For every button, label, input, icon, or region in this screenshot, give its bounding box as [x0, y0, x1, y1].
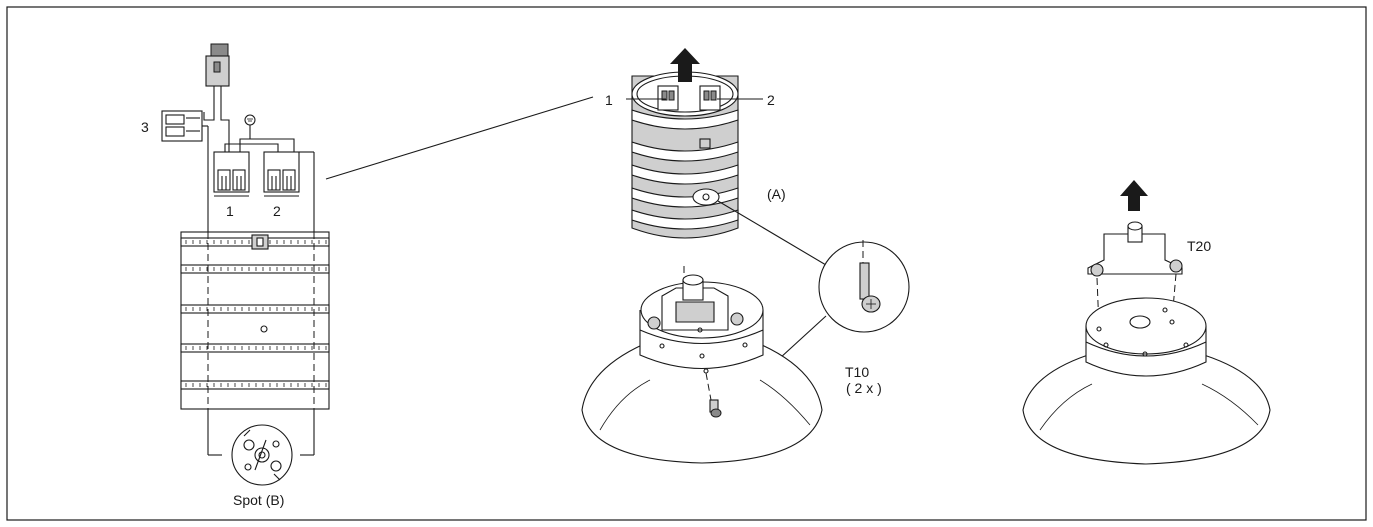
leader-line-driver — [325, 96, 594, 180]
lift-arrow-right-icon — [1120, 180, 1148, 211]
earth-symbol — [244, 114, 256, 126]
terminal-block-2 — [263, 151, 300, 197]
connector-3-label: 3 — [141, 119, 149, 135]
lamp-housing-middle — [581, 266, 823, 464]
top-terminal-2 — [699, 85, 721, 111]
screw-detail — [818, 240, 910, 333]
wiring-schematic: 3 1 2 — [141, 43, 330, 508]
lift-arrow-icon — [670, 48, 700, 82]
top-terminal-1 — [657, 85, 679, 111]
connector-2-label: 2 — [273, 203, 281, 219]
spot-module — [231, 424, 293, 486]
screw-t10-label: T10 — [845, 364, 869, 380]
plug-connector — [205, 43, 230, 104]
screw-t20-label: T20 — [1187, 238, 1211, 254]
top-connector-2-label: 2 — [767, 92, 775, 108]
driver-unwrapped — [180, 231, 330, 410]
diagram-border — [6, 6, 1367, 521]
terminal-block-1 — [213, 151, 250, 197]
spot-label: Spot (B) — [233, 492, 284, 508]
connector-1-label: 1 — [226, 203, 234, 219]
driver-rings — [631, 109, 739, 230]
top-connector-1-label: 1 — [605, 92, 613, 108]
connector-3 — [161, 110, 209, 152]
screw-count-label: ( 2 x ) — [846, 380, 882, 396]
driver-cylinder — [626, 48, 763, 239]
leader-line-screw — [717, 200, 827, 266]
driver-label: (A) — [767, 186, 786, 202]
lamp-housing-right — [1022, 180, 1271, 465]
